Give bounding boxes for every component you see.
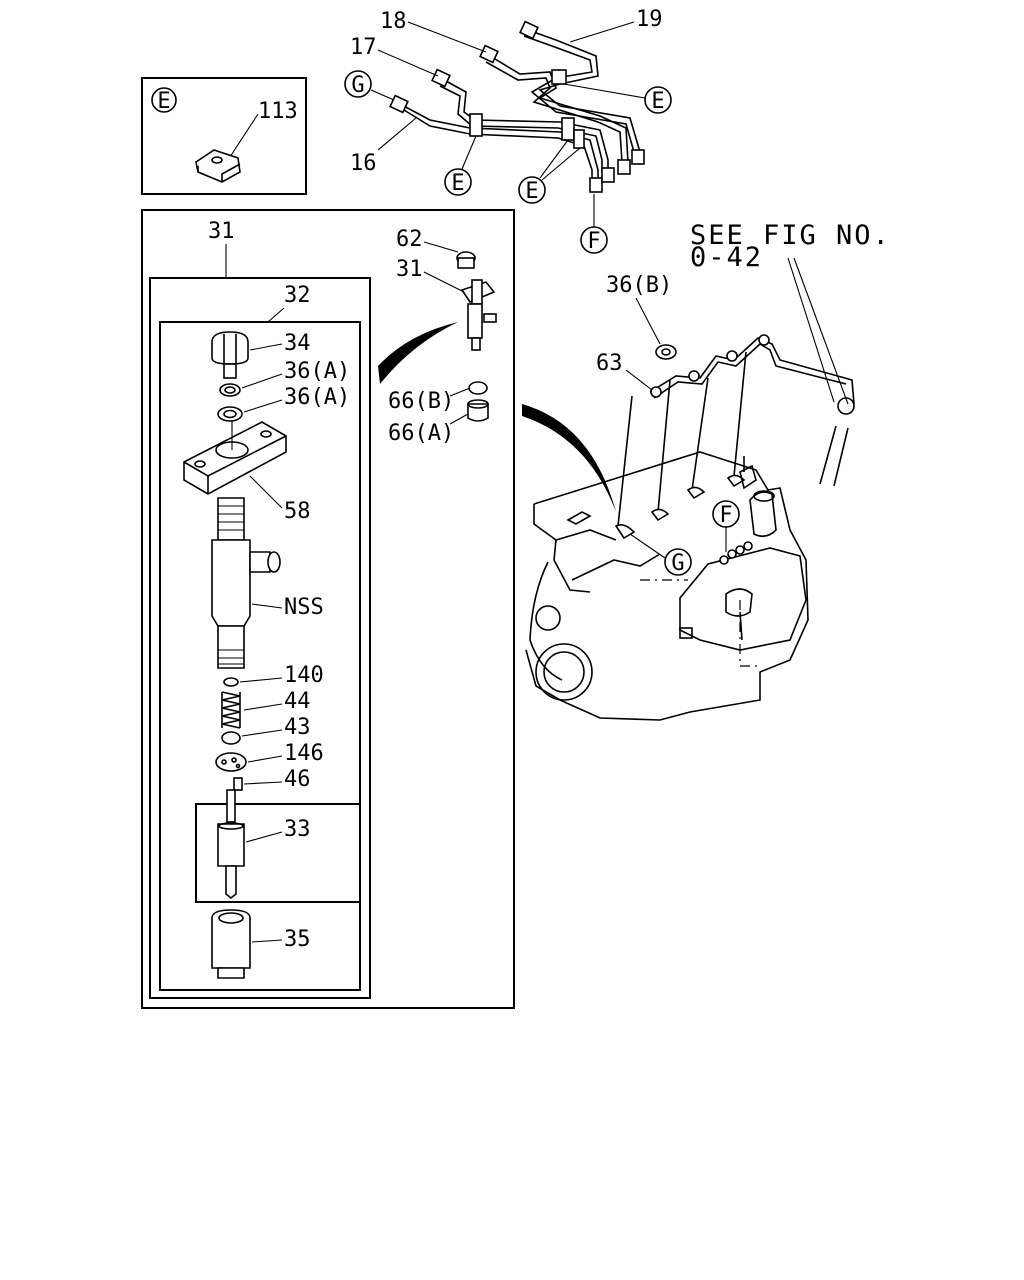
callout-circle-g-engine: [664, 548, 692, 576]
label-16: 16: [350, 151, 377, 176]
label-36b: 36(B): [606, 273, 672, 298]
callout-circle-e-lower: [518, 176, 546, 204]
clamp-bracket-58: [183, 420, 287, 495]
label-18: 18: [380, 9, 407, 34]
clamp-113-part: [195, 149, 241, 183]
spring-seat-43: [221, 731, 241, 745]
label-34: 34: [284, 331, 311, 356]
retaining-nut-35: [211, 909, 251, 979]
label-35: 35: [284, 927, 311, 952]
label-31-box: 31: [208, 219, 235, 244]
label-58: 58: [284, 499, 311, 524]
label-17: 17: [350, 35, 377, 60]
pointer-arc-to-engine: [522, 404, 616, 512]
label-43: 43: [284, 715, 311, 740]
label-33: 33: [284, 817, 311, 842]
label-46: 46: [284, 767, 311, 792]
pipe-clamp-2: [561, 117, 575, 141]
side-injector-group: [456, 251, 497, 422]
washer-36a-2: [217, 406, 243, 422]
label-e-mid: E: [451, 171, 464, 196]
label-66b: 66(B): [388, 389, 454, 414]
label-63: 63: [596, 351, 623, 376]
spring-44: [221, 691, 241, 729]
injection-pipes: [389, 20, 645, 193]
banjo-washer-36b: [655, 344, 677, 360]
label-140: 140: [284, 663, 324, 688]
label-f-engine: F: [719, 503, 732, 528]
see-fig-line2: 0-42: [690, 242, 763, 273]
injector-body-nss: [211, 497, 281, 669]
bolt-34: [211, 331, 249, 379]
label-113: 113: [258, 99, 298, 124]
callout-circle-g-top: [344, 70, 372, 98]
label-nss: NSS: [284, 595, 324, 620]
label-e-inset: E: [157, 89, 170, 114]
pipe-clamp-1: [469, 113, 483, 137]
pin-46: [233, 777, 243, 791]
label-19: 19: [636, 7, 663, 32]
callout-circle-e-mid: [444, 168, 472, 196]
pipe-callouts: 18 19 17 G 16 E E E F: [344, 7, 672, 254]
o-ring-140: [223, 677, 239, 687]
callout-circle-e-inset: [151, 87, 177, 113]
callout-circle-e-right: [644, 86, 672, 114]
label-36a-2: 36(A): [284, 385, 350, 410]
label-62: 62: [396, 227, 423, 252]
label-e-lower: E: [525, 179, 538, 204]
label-g-top: G: [351, 73, 364, 98]
label-66a: 66(A): [388, 421, 454, 446]
label-32: 32: [284, 283, 311, 308]
injector-assembly-box: 31 32: [141, 209, 515, 1009]
label-146: 146: [284, 741, 324, 766]
label-31-side: 31: [396, 257, 423, 282]
engine-block: [525, 334, 855, 721]
spacer-146: [215, 752, 247, 772]
label-36a-1: 36(A): [284, 359, 350, 384]
pipe-clamp-4: [551, 69, 567, 85]
label-g-engine: G: [671, 551, 684, 576]
pipe-clamp-3: [573, 129, 585, 149]
nozzle-33: [217, 789, 245, 900]
pointer-arc-to-injector: [378, 322, 458, 384]
label-e-right: E: [651, 89, 664, 114]
label-44: 44: [284, 689, 311, 714]
washer-36a-1: [219, 383, 241, 397]
see-fig-line1: SEE FIG NO.: [690, 220, 891, 251]
inset-box-clamp: E 113: [141, 77, 307, 195]
washer-66b: [468, 381, 488, 395]
label-f-top: F: [587, 229, 600, 254]
